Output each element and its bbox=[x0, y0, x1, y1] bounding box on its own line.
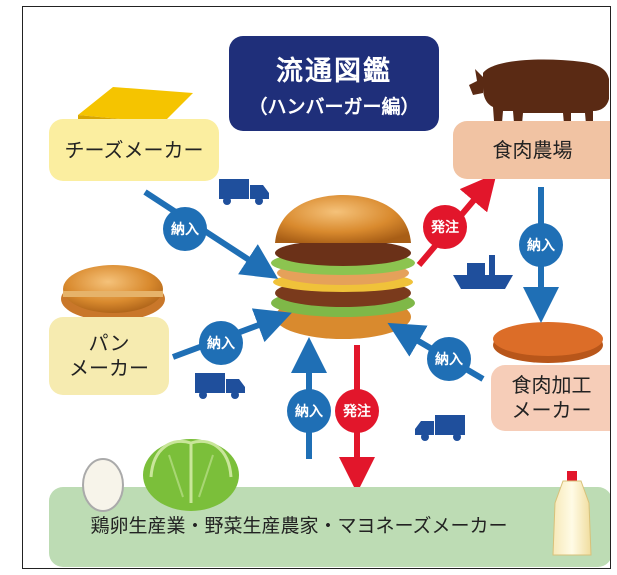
bun-maker-box: パン メーカー bbox=[49, 317, 169, 395]
deliver-badge-processor: 納入 bbox=[427, 337, 471, 381]
bun-icon bbox=[61, 265, 165, 321]
ship-icon bbox=[453, 255, 513, 289]
egg-icon bbox=[82, 458, 124, 512]
meat-farm-label: 食肉農場 bbox=[492, 137, 573, 162]
deliver-badge-bun: 納入 bbox=[199, 321, 243, 365]
meat-patty-icon bbox=[493, 322, 603, 363]
bun-maker-label-line2: メーカー bbox=[69, 356, 149, 380]
cheese-maker-box: チーズメーカー bbox=[49, 119, 219, 181]
order-badge-suppliers: 発注 bbox=[335, 389, 379, 433]
title-subtitle: （ハンバーガー編） bbox=[248, 95, 420, 118]
deliver-badge-suppliers: 納入 bbox=[287, 389, 331, 433]
truck-icon bbox=[415, 415, 465, 441]
title-main: 流通図鑑 bbox=[276, 55, 392, 87]
meat-processor-label-line1: 食肉加工 bbox=[511, 373, 592, 397]
meat-processor-box: 食肉加工 メーカー bbox=[491, 365, 610, 431]
order-badge-farm: 発注 bbox=[423, 205, 467, 249]
deliver-badge-farm: 納入 bbox=[519, 223, 563, 267]
hamburger-icon bbox=[271, 195, 415, 339]
diagram-canvas bbox=[49, 59, 610, 567]
cabbage-icon bbox=[143, 439, 239, 511]
suppliers-label: 鶏卵生産業・野菜生産農家・マヨネーズメーカー bbox=[90, 515, 508, 538]
diagram-frame: 流通図鑑 （ハンバーガー編） チーズメーカー 食肉農場 パン メーカー 食肉加工… bbox=[22, 6, 611, 569]
cow-icon bbox=[469, 59, 609, 135]
cheese-maker-label: チーズメーカー bbox=[64, 137, 204, 162]
truck-icon bbox=[219, 179, 269, 205]
suppliers-box: 鶏卵生産業・野菜生産農家・マヨネーズメーカー bbox=[49, 505, 549, 549]
deliver-badge-cheese: 納入 bbox=[163, 207, 207, 251]
bun-maker-label-line1: パン bbox=[88, 331, 130, 355]
diagram-title: 流通図鑑 （ハンバーガー編） bbox=[229, 36, 439, 131]
meat-processor-label-line2: メーカー bbox=[511, 398, 592, 422]
truck-icon bbox=[195, 373, 245, 399]
mayonnaise-bottle-icon bbox=[552, 471, 592, 556]
meat-farm-box: 食肉農場 bbox=[453, 121, 610, 179]
